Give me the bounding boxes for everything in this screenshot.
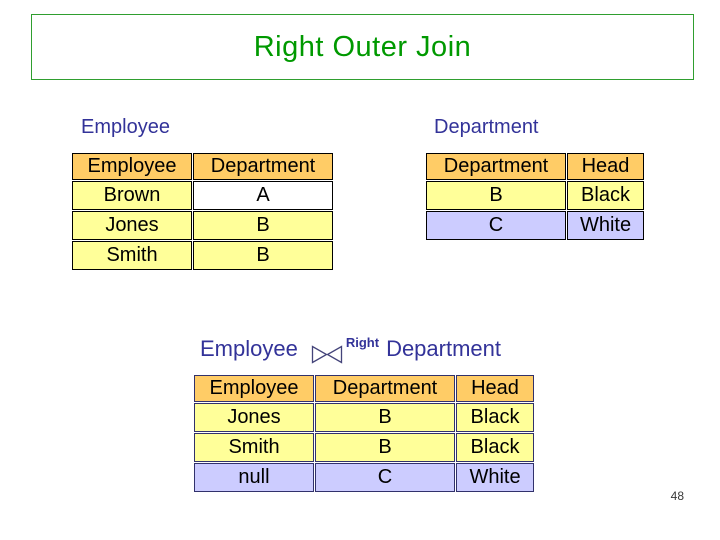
table-cell: Black bbox=[567, 181, 644, 210]
department-table-header-head: Head bbox=[567, 153, 644, 180]
employee-table-header-department: Department bbox=[193, 153, 333, 180]
table-header-row: Employee Department bbox=[72, 153, 333, 180]
join-result-table: Employee Department Head Jones B Black S… bbox=[193, 374, 535, 493]
table-cell: B bbox=[315, 433, 455, 462]
table-cell: null bbox=[194, 463, 314, 492]
result-table-header-head: Head bbox=[456, 375, 534, 402]
page-number: 48 bbox=[670, 489, 684, 503]
table-cell: B bbox=[426, 181, 566, 210]
table-row: C White bbox=[426, 211, 644, 240]
join-right-operand: Department bbox=[386, 336, 502, 361]
table-cell: White bbox=[456, 463, 534, 492]
table-cell: Black bbox=[456, 403, 534, 432]
page-title: Right Outer Join bbox=[253, 30, 472, 63]
table-cell: A bbox=[193, 181, 333, 210]
table-cell: Jones bbox=[194, 403, 314, 432]
bowtie-join-icon bbox=[311, 345, 342, 364]
join-expression: Employee Right Department bbox=[200, 336, 501, 364]
join-left-operand: Employee bbox=[200, 336, 298, 361]
slide-title-box: Right Outer Join bbox=[31, 14, 694, 80]
table-cell: Black bbox=[456, 433, 534, 462]
table-cell: Smith bbox=[72, 241, 192, 270]
employee-table-label: Employee bbox=[81, 116, 170, 138]
table-row: Brown A bbox=[72, 181, 333, 210]
employee-table: Employee Department Brown A Jones B Smit… bbox=[71, 152, 334, 271]
table-row: Jones B Black bbox=[194, 403, 534, 432]
table-cell: Brown bbox=[72, 181, 192, 210]
table-header-row: Employee Department Head bbox=[194, 375, 534, 402]
department-table-header-department: Department bbox=[426, 153, 566, 180]
table-row: null C White bbox=[194, 463, 534, 492]
table-header-row: Department Head bbox=[426, 153, 644, 180]
table-cell: B bbox=[193, 241, 333, 270]
table-cell: White bbox=[567, 211, 644, 240]
table-cell: B bbox=[315, 403, 455, 432]
table-row: B Black bbox=[426, 181, 644, 210]
table-cell: C bbox=[426, 211, 566, 240]
employee-table-header-employee: Employee bbox=[72, 153, 192, 180]
table-row: Smith B Black bbox=[194, 433, 534, 462]
department-table-label: Department bbox=[434, 116, 539, 138]
table-cell: Jones bbox=[72, 211, 192, 240]
result-table-header-employee: Employee bbox=[194, 375, 314, 402]
department-table: Department Head B Black C White bbox=[425, 152, 645, 241]
table-row: Jones B bbox=[72, 211, 333, 240]
table-cell: C bbox=[315, 463, 455, 492]
result-table-header-department: Department bbox=[315, 375, 455, 402]
table-row: Smith B bbox=[72, 241, 333, 270]
table-cell: Smith bbox=[194, 433, 314, 462]
join-type-superscript: Right bbox=[345, 335, 380, 350]
table-cell: B bbox=[193, 211, 333, 240]
